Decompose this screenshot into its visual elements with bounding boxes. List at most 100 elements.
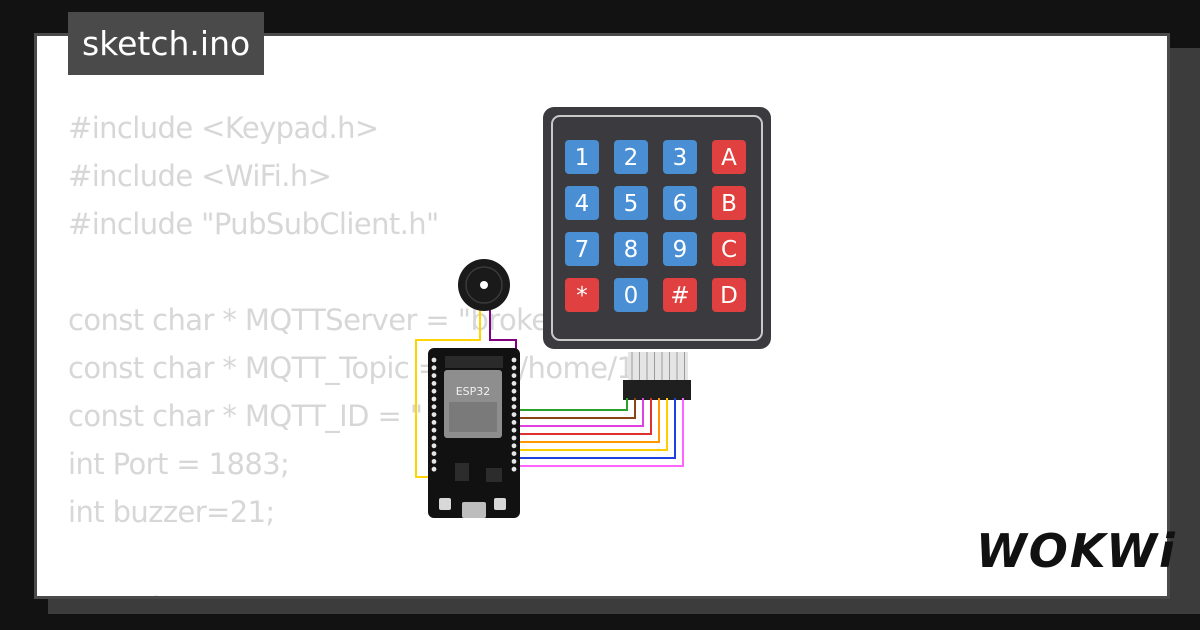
key-face <box>712 232 746 266</box>
key-face <box>614 140 648 174</box>
pin-right <box>511 404 517 410</box>
key-label: 5 <box>624 191 639 217</box>
key-label: C <box>721 237 737 263</box>
pin-left <box>431 357 437 363</box>
esp32-label: ESP32 <box>456 385 491 398</box>
keypad-key-6[interactable]: 6 <box>663 186 697 220</box>
file-name-tag: sketch.ino <box>68 12 265 75</box>
keypad-key-3[interactable]: 3 <box>663 140 697 174</box>
pin-right <box>511 443 517 449</box>
key-face <box>663 186 697 220</box>
pin-left <box>431 373 437 378</box>
key-face <box>614 278 648 312</box>
voltage-regulator <box>455 463 469 481</box>
key-label: 7 <box>575 237 590 263</box>
pin-right <box>511 459 517 464</box>
key-label: D <box>720 283 738 309</box>
keypad-key-5[interactable]: 5 <box>614 186 648 220</box>
keypad-wire <box>516 398 684 467</box>
reset-button[interactable] <box>494 498 506 510</box>
keypad-key-8[interactable]: 8 <box>614 232 648 266</box>
pin-left <box>431 388 437 394</box>
key-label: 9 <box>673 237 688 263</box>
wokwi-logo: WOKWi <box>976 524 1177 578</box>
buzzer-wire-yellow <box>415 308 481 478</box>
keypad-key-1[interactable]: 1 <box>565 140 599 174</box>
pin-left <box>431 365 437 371</box>
pin-left <box>431 466 437 472</box>
key-face <box>712 140 746 174</box>
keypad-wire <box>516 398 636 419</box>
key-face <box>565 278 599 312</box>
key-label: 8 <box>624 237 639 263</box>
key-face <box>614 232 648 266</box>
keypad-key-B[interactable]: B <box>712 186 746 220</box>
keypad-wire <box>516 398 652 435</box>
esp32-antenna <box>445 356 503 368</box>
keypad-key-A[interactable]: A <box>712 140 746 174</box>
keypad-key-*[interactable]: * <box>565 278 599 312</box>
keypad-wire <box>516 398 644 427</box>
pin-right <box>511 373 517 378</box>
code-line: int Port = 1883; <box>68 447 290 481</box>
keypad-key-D[interactable]: D <box>712 278 746 312</box>
key-label: 2 <box>624 145 639 171</box>
pin-right <box>511 420 517 425</box>
key-face <box>663 278 697 312</box>
pin-right <box>511 466 517 472</box>
keypad-key-9[interactable]: 9 <box>663 232 697 266</box>
keypad-key-C[interactable]: C <box>712 232 746 266</box>
esp32-board[interactable]: ESP32 <box>428 348 520 518</box>
key-face <box>712 186 746 220</box>
keypad-wire <box>516 398 660 443</box>
buzzer-hole <box>480 281 488 289</box>
key-face <box>712 278 746 312</box>
code-line: #include "PubSubClient.h" <box>68 207 439 241</box>
keypad-component[interactable]: 1 2 3 A 4 5 6 B 7 8 9 C * 0 # D <box>543 107 771 400</box>
key-label: 4 <box>575 191 590 217</box>
pin-right <box>511 396 517 402</box>
pin-left <box>431 435 437 441</box>
key-label: * <box>576 283 588 309</box>
keypad-key-7[interactable]: 7 <box>565 232 599 266</box>
key-label: 1 <box>575 145 590 171</box>
pin-right <box>511 451 517 456</box>
code-line: #include <Keypad.h> <box>68 111 379 145</box>
pin-left <box>431 459 437 464</box>
boot-button[interactable] <box>439 498 451 510</box>
pin-right <box>511 365 517 371</box>
keypad-key-4[interactable]: 4 <box>565 186 599 220</box>
pin-left <box>431 412 437 417</box>
pin-left <box>431 443 437 449</box>
pin-left <box>431 396 437 402</box>
pin-left <box>431 404 437 410</box>
keypad-wire <box>516 398 668 451</box>
key-label: 3 <box>673 145 688 171</box>
key-face <box>614 186 648 220</box>
usb-chip <box>486 468 502 482</box>
keypad-key-#[interactable]: # <box>663 278 697 312</box>
key-face <box>565 140 599 174</box>
key-label: A <box>721 145 737 171</box>
code-line: int buzzer=21; <box>68 495 275 529</box>
keypad-key-2[interactable]: 2 <box>614 140 648 174</box>
key-label: B <box>721 191 737 217</box>
buzzer-icon[interactable] <box>458 259 510 311</box>
code-line: #include <WiFi.h> <box>68 159 332 193</box>
key-label: 6 <box>673 191 688 217</box>
keypad-key-0[interactable]: 0 <box>614 278 648 312</box>
pin-left <box>431 420 437 425</box>
buzzer-ring <box>465 266 503 304</box>
pin-right <box>511 388 517 394</box>
pin-right <box>511 381 517 386</box>
pin-right <box>511 435 517 441</box>
esp32-shield <box>449 402 497 432</box>
key-face <box>565 186 599 220</box>
code-preview: #include <Keypad.h> #include <WiFi.h> #inc… <box>68 104 701 596</box>
keypad-ribbon <box>628 352 688 382</box>
keypad-wire <box>516 398 628 411</box>
code-line: const byte ROWS = 4; <box>68 584 700 596</box>
pin-right <box>511 427 517 433</box>
micro-usb-port <box>462 502 486 518</box>
